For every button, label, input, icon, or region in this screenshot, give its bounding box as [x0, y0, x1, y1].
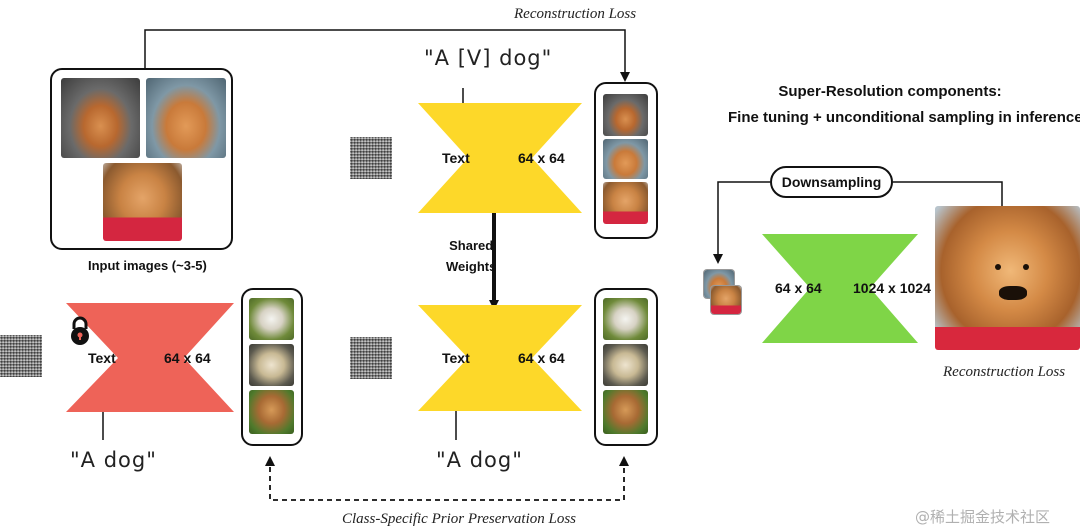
prior-dog-2: [249, 344, 294, 386]
input-images-label: Input images (~3-5): [88, 258, 207, 273]
input-image-chow-2: [146, 78, 226, 158]
reconstruction-loss-top-label: Reconstruction Loss: [514, 6, 637, 22]
reconstruction-loss-path: [144, 29, 630, 82]
sr-title-line1: Super-Resolution components:: [778, 83, 1002, 100]
prior-dog-1: [249, 298, 294, 340]
noise-icon: [350, 337, 392, 379]
model-top-output-label: 64 x 64: [518, 150, 565, 166]
input-image-chow-1: [61, 78, 140, 158]
sr-title-line2: Fine tuning + unconditional sampling in …: [728, 109, 1080, 126]
sr-title: Super-Resolution components: Fine tuning…: [728, 79, 1080, 131]
generated-chow-3: [603, 182, 648, 224]
model-bottom-output-label: 64 x 64: [518, 350, 565, 366]
lock-icon: [71, 316, 89, 345]
generated-chow-2: [603, 139, 648, 179]
lowres-chow-2: [711, 286, 741, 314]
input-image-chow-3: [103, 163, 182, 241]
noise-icon: [0, 335, 42, 377]
frozen-text-to-image-model: [66, 303, 234, 412]
generated-dog-2: [603, 344, 648, 386]
text-to-image-model-bottom: [418, 305, 582, 411]
prior-dog-3: [249, 390, 294, 434]
model-bottom-text-label: Text: [442, 350, 470, 366]
shared-weights-line2: Weights: [446, 259, 497, 274]
watermark: @稀土掘金技术社区: [915, 508, 1051, 526]
downsampling-pill: Downsampling: [770, 166, 893, 198]
generated-dog-3: [603, 390, 648, 434]
shared-weights-line1: Shared: [449, 238, 494, 253]
frozen-model-output-label: 64 x 64: [164, 350, 211, 366]
prompt-dog-left: "A dog": [70, 448, 157, 472]
super-resolution-model: [762, 234, 918, 343]
generated-dog-1: [603, 298, 648, 340]
prior-preservation-path: [265, 456, 629, 501]
shared-weights-label: Shared Weights: [446, 235, 496, 277]
sr-output-label: 1024 x 1024: [853, 280, 931, 296]
prompt-v-dog: "A [V] dog": [424, 46, 553, 70]
frozen-model-text-label: Text: [88, 350, 116, 366]
generated-chow-1: [603, 94, 648, 136]
prompt-dog-right: "A dog": [436, 448, 523, 472]
highres-output-image: [935, 206, 1080, 350]
model-top-text-label: Text: [442, 150, 470, 166]
noise-icon: [350, 137, 392, 179]
text-to-image-model-top: [418, 103, 582, 213]
reconstruction-loss-right-label: Reconstruction Loss: [943, 364, 1066, 380]
downsampling-path: [713, 181, 770, 264]
prior-preservation-label: Class-Specific Prior Preservation Loss: [342, 511, 577, 527]
sr-input-label: 64 x 64: [775, 280, 822, 296]
